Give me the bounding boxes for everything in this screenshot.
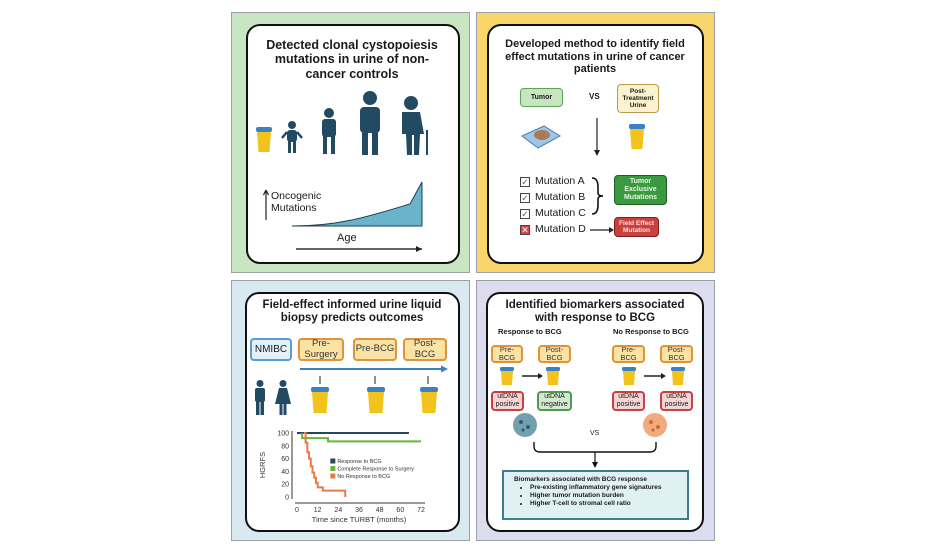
x-tick-label: 24 (334, 507, 342, 514)
biomarker-item: Higher T-cell to stromal cell ratio (530, 500, 677, 508)
tumor-label: Tumor (520, 88, 563, 107)
panel2-card (487, 24, 704, 264)
age-mutation-curve (262, 181, 423, 252)
x-tick-label: 0 (295, 507, 299, 514)
biomarkers-title: Biomarkers associated with BCG response (514, 476, 647, 483)
y-tick-label: 20 (281, 482, 289, 489)
cross-icon: ✕ (520, 225, 530, 235)
x-tick-label: 36 (355, 507, 363, 514)
utdna-positive-box: utDNA positive (491, 391, 524, 411)
mutation-item: Mutation B (535, 191, 586, 203)
urine-cups-arrows (500, 367, 685, 385)
x-axis-label: Age (337, 232, 357, 244)
urine-cup-icon (311, 387, 329, 413)
mutation-item: Mutation D (535, 223, 586, 235)
urine-cup-icon (629, 124, 645, 149)
nmibc-label: NMIBC (250, 338, 292, 361)
x-tick-label: 72 (417, 507, 425, 514)
brace-and-arrow (590, 177, 614, 233)
panel4-title: Identified biomarkers associated with re… (505, 299, 685, 325)
no-response-heading: No Response to BCG (613, 327, 689, 336)
panel1-title: Detected clonal cystopoiesis mutations i… (266, 38, 438, 81)
biomarker-item: Pre-existing inflammatory gene signature… (530, 484, 677, 492)
post-bcg-box: Post-BCG (538, 345, 571, 363)
y-axis-label: HGRFS (258, 452, 267, 478)
vs-label: VS (590, 430, 600, 437)
urine-cup-icon (256, 127, 272, 152)
post-bcg-box: Post-BCG (660, 345, 693, 363)
x-tick-label: 12 (314, 507, 322, 514)
legend-entry: Complete Response to Surgery (337, 467, 414, 473)
post-treatment-urine-label: Post-Treatment Urine (617, 84, 659, 113)
timepoint-pre-surgery: Pre-Surgery (298, 338, 344, 361)
tumor-slide-icon (521, 125, 561, 149)
urine-cup-icon (367, 387, 385, 413)
biomarker-item: Higher tumor mutation burden (530, 492, 677, 500)
timepoint-post-bcg: Post-BCG (403, 338, 447, 361)
pre-bcg-box: Pre-BCG (612, 345, 645, 363)
biomarkers-box: Biomarkers associated with BCG response … (502, 470, 689, 520)
legend-swatch (330, 466, 336, 471)
tumor-cell-icons (513, 413, 667, 468)
km-series-line (303, 432, 347, 497)
panel3-title: Field-effect informed urine liquid biops… (262, 299, 442, 325)
response-heading: Response to BCG (498, 327, 562, 336)
panel2-title: Developed method to identify field effec… (505, 38, 685, 76)
y-tick-label: 60 (281, 456, 289, 463)
x-tick-label: 60 (396, 507, 404, 514)
timepoint-pre-bcg: Pre-BCG (353, 338, 397, 361)
check-icon: ✓ (520, 209, 530, 219)
mutation-item: Mutation C (535, 207, 586, 219)
down-arrow (594, 118, 600, 156)
y-axis-label: Oncogenic Mutations (271, 190, 322, 214)
km-series-line (301, 433, 421, 443)
timeline-arrow (300, 365, 448, 384)
legend-entry: No Response to BCG (337, 474, 390, 480)
utdna-negative-box: utDNA negative (537, 391, 572, 411)
vs-label: VS (589, 92, 600, 101)
x-axis-label: Time since TURBT (months) (312, 515, 407, 524)
y-tick-label: 100 (277, 431, 289, 438)
mutation-item: Mutation A (535, 175, 585, 187)
legend-entry: Response to BCG (337, 459, 381, 465)
legend-swatch (330, 458, 336, 464)
pre-bcg-box: Pre-BCG (491, 345, 523, 363)
urine-cup-icon (420, 387, 438, 413)
tumor-exclusive-label: Tumor Exclusive Mutations (614, 175, 667, 205)
utdna-positive-box: utDNA positive (660, 391, 693, 411)
y-tick-label: 0 (285, 495, 289, 502)
utdna-positive-box: utDNA positive (612, 391, 645, 411)
y-tick-label: 40 (281, 469, 289, 476)
x-tick-label: 48 (376, 507, 384, 514)
patients-icon (255, 380, 291, 415)
check-icon: ✓ (520, 177, 530, 187)
y-tick-label: 80 (281, 443, 289, 450)
legend-swatch (330, 473, 336, 479)
field-effect-label: Field Effect Mutation (614, 217, 659, 237)
people-age-icon (281, 91, 428, 155)
check-icon: ✓ (520, 193, 530, 203)
